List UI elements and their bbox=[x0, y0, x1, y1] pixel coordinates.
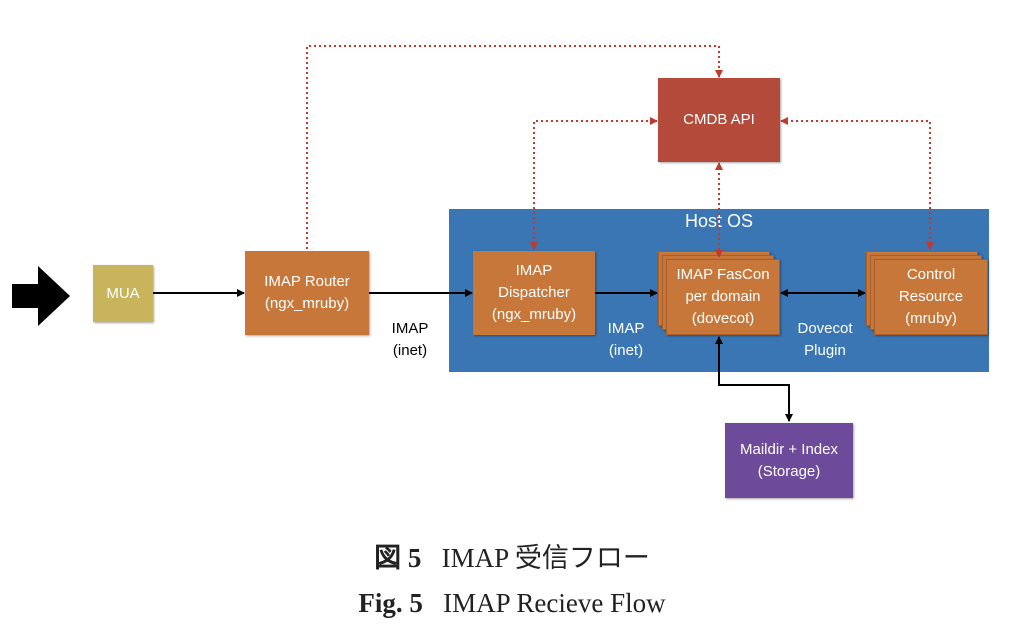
dotted-link-router-cmdb bbox=[306, 45, 723, 249]
control-resource-node: Control Resource (mruby) bbox=[874, 259, 988, 335]
imap-fascon-label: IMAP FasCon per domain (dovecot) bbox=[676, 266, 770, 327]
mua-node: MUA bbox=[93, 265, 153, 322]
figure-title-en: IMAP Recieve Flow bbox=[443, 588, 666, 618]
figure-number-en: Fig. 5 bbox=[358, 588, 423, 618]
arrow-fascon-storage bbox=[715, 336, 793, 422]
incoming-arrow-icon bbox=[12, 266, 70, 326]
imap-router-label: IMAP Router (ngx_mruby) bbox=[264, 273, 350, 312]
dotted-link-control-cmdb bbox=[780, 117, 934, 250]
maildir-storage-node: Maildir + Index (Storage) bbox=[725, 423, 853, 498]
imap-dispatcher-label: IMAP Dispatcher (ngx_mruby) bbox=[491, 262, 577, 323]
edge-label-fascon-control: Dovecot Plugin bbox=[797, 320, 853, 359]
imap-receive-flow-diagram: Host OS MUA IMAP Router (ngx_mruby) IMAP… bbox=[12, 45, 989, 498]
maildir-storage-label: Maildir + Index (Storage) bbox=[740, 440, 838, 480]
edge-label-dispatcher-fascon: IMAP (inet) bbox=[607, 320, 645, 359]
dotted-link-dispatcher-cmdb bbox=[530, 117, 658, 250]
connectors-layer bbox=[153, 45, 934, 422]
imap-router-node: IMAP Router (ngx_mruby) bbox=[245, 251, 369, 335]
figure-title-ja: IMAP 受信フロー bbox=[441, 543, 650, 573]
figure-number-ja: 図 5 bbox=[374, 543, 422, 573]
imap-dispatcher-node: IMAP Dispatcher (ngx_mruby) bbox=[473, 251, 595, 335]
control-resource-label: Control Resource (mruby) bbox=[898, 266, 964, 327]
figure-caption-japanese: 図 5 IMAP 受信フロー bbox=[0, 536, 1024, 575]
cmdb-api-node: CMDB API bbox=[658, 78, 780, 162]
figure-caption-english: Fig. 5 IMAP Recieve Flow bbox=[0, 588, 1024, 619]
edge-label-router-dispatcher: IMAP (inet) bbox=[391, 320, 429, 359]
imap-fascon-node: IMAP FasCon per domain (dovecot) bbox=[666, 259, 780, 335]
mua-label: MUA bbox=[106, 284, 140, 302]
cmdb-api-label: CMDB API bbox=[683, 111, 755, 128]
